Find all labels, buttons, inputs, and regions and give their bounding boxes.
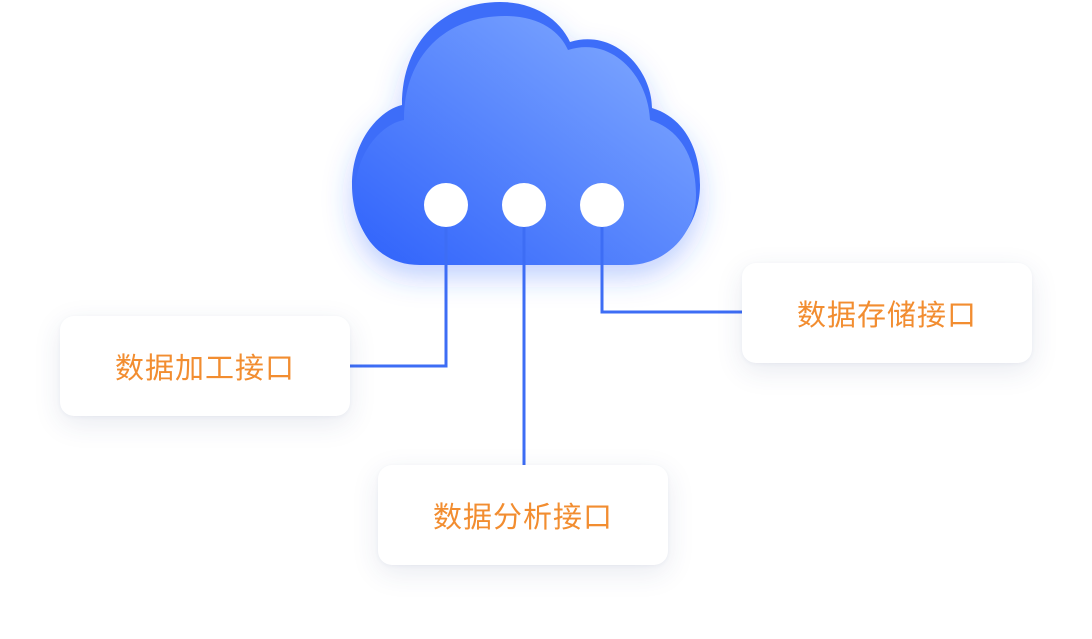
cloud-ports: [424, 183, 624, 227]
analysis-interface-card: 数据分析接口: [378, 465, 668, 565]
connector-line-processing: [350, 210, 448, 368]
storage-interface-label: 数据存储接口: [796, 298, 977, 332]
port-processing: [424, 183, 468, 227]
port-storage: [580, 183, 624, 227]
connector-line-storage: [600, 210, 742, 314]
processing-interface-label: 数据加工接口: [114, 351, 295, 385]
port-analysis: [502, 183, 546, 227]
connector-lines: [350, 210, 742, 465]
storage-interface-card: 数据存储接口: [742, 263, 1032, 363]
analysis-interface-label: 数据分析接口: [432, 500, 613, 534]
processing-interface-card: 数据加工接口: [60, 316, 350, 416]
